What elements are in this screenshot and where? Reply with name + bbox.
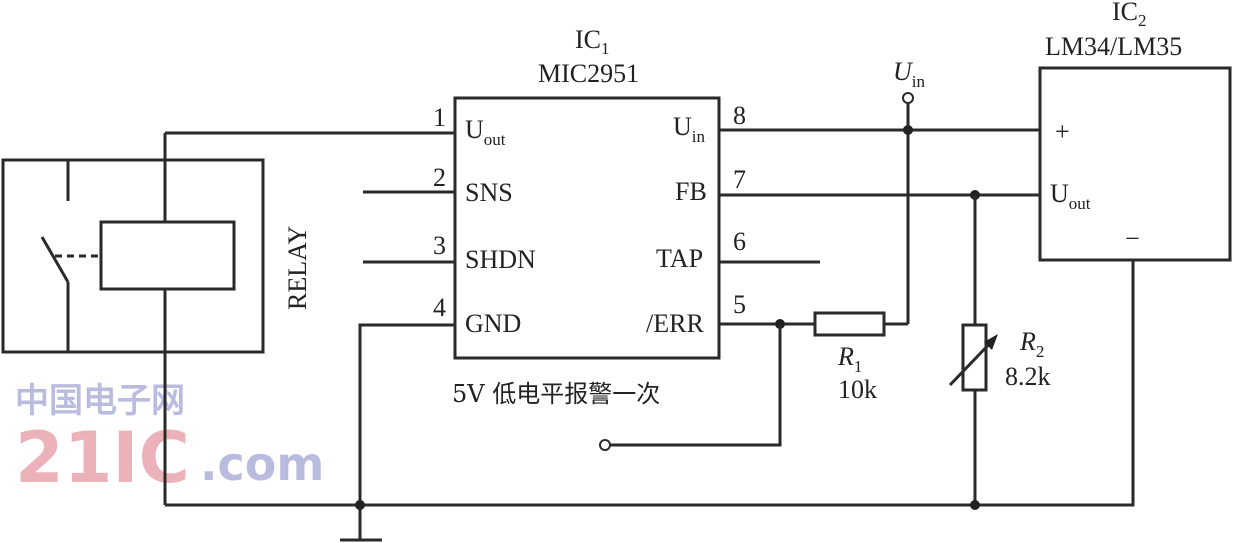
label: IC [1112,0,1138,26]
label: R [837,342,854,371]
watermark-domain: .com [200,437,324,491]
arrow-icon [984,334,998,350]
wire [948,336,997,387]
label: U [1050,179,1069,208]
pin7-label: FB [675,177,707,206]
uin-terminal [902,92,914,104]
wire [358,323,455,540]
label: in [692,127,706,146]
relay-label: RELAY [283,226,312,310]
pin2-label: SNS [465,178,513,207]
ic2-pin-plus: + [1055,117,1070,146]
label: 1 [601,39,610,58]
pin5-number: 5 [733,290,746,319]
label: 2 [1138,11,1147,30]
watermark: 中国电子网 21IC .com [15,381,324,499]
output-terminal [599,439,611,451]
label: out [1069,194,1091,213]
label: U [673,112,692,141]
relay [1,133,265,505]
ic2-pin-out: Uout [1050,179,1091,213]
ic1-body [453,96,721,360]
junction [903,125,913,135]
ic2-ref: IC2 [1112,0,1147,30]
r1-value: 10k [838,375,877,404]
watermark-main: 21IC [15,417,190,499]
pin8-label: Uin [673,112,706,146]
r1-label: R1 [837,342,862,376]
caption: 5V 低电平报警一次 [452,380,660,408]
r2-label: R2 [1019,327,1044,361]
ic1-part: MIC2951 [538,59,639,88]
pin4-number: 4 [433,293,446,322]
resistor-r1 [813,311,886,337]
pin7-number: 7 [733,165,746,194]
wire [165,260,1135,507]
pin1-label: Uout [465,115,506,149]
label: U [465,115,484,144]
label: 2 [1036,342,1045,361]
junction [355,500,365,510]
ic1-ref: IC1 [575,25,610,58]
wire [1,158,265,354]
uin-label: Uin [893,57,926,91]
label: U [893,57,914,86]
pin1-number: 1 [433,103,446,132]
watermark-cn: 中国电子网 [15,381,185,421]
junction [970,500,980,510]
pin3-label: SHDN [465,245,536,274]
label: 1 [854,357,863,376]
ic2-part: LM34/LM35 [1045,32,1182,61]
pin2-number: 2 [433,163,446,192]
relay-switch [40,236,70,283]
pin6-label: TAP [656,244,703,273]
wire [610,324,782,447]
label: in [912,72,926,91]
label: out [484,130,506,149]
pin8-number: 8 [733,101,746,130]
relay-coil [99,220,236,291]
pin4-label: GND [465,309,521,338]
pin6-number: 6 [733,227,746,256]
label: R [1019,327,1036,356]
pin5-label: /ERR [646,309,704,338]
ic2-pin-minus: − [1125,224,1140,253]
ic2-body [1038,66,1232,262]
r2-value: 8.2k [1005,362,1051,391]
pin3-number: 3 [433,231,446,260]
label: IC [575,25,601,54]
